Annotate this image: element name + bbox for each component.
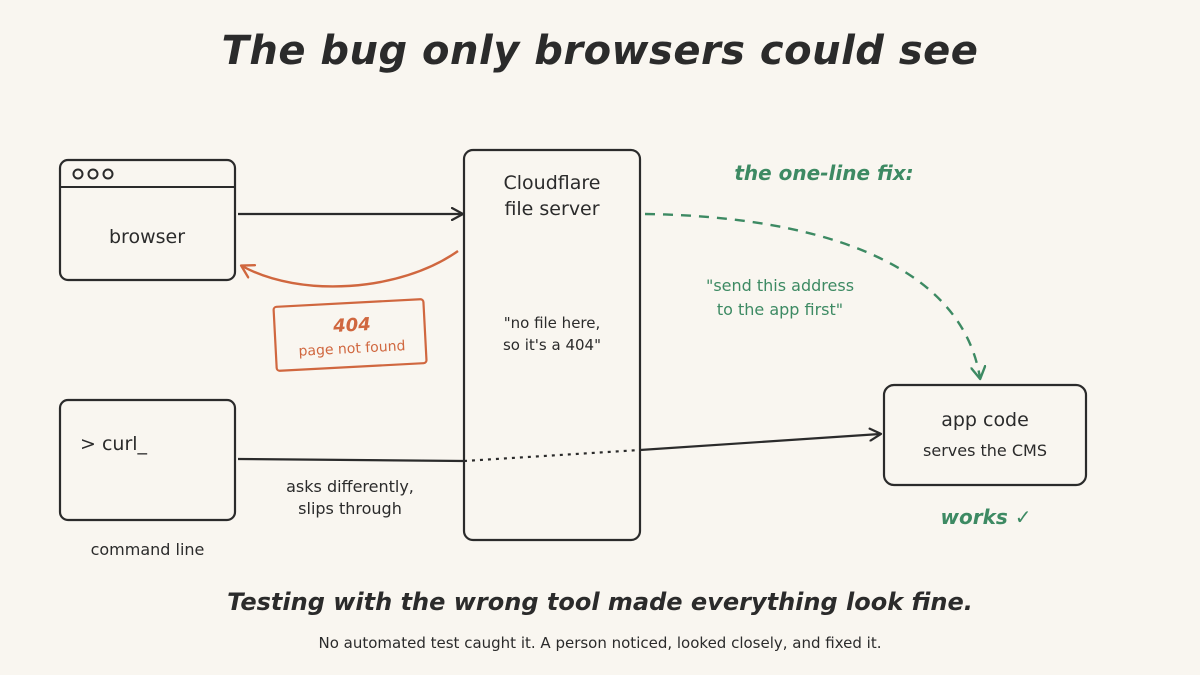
fix-description-line-2: to the app first" [716,300,844,319]
curl-edge-label: asks differently, slips through [262,476,438,519]
curl-to-app-arrow [639,434,880,452]
file-server-node [462,148,642,542]
file-server-title: Cloudflare file server [466,171,638,222]
command-line-node [58,398,237,522]
window-control-dot-3 [102,168,114,180]
file-server-quote: "no file here, so it's a 404" [466,313,638,357]
curl-edge-label-line-2: slips through [298,498,402,518]
app-code-subtitle: serves the CMS [923,441,1047,460]
curl-prompt-label: > curl_ [80,433,148,455]
file-server-title-line-2: file server [504,197,600,220]
diagram-title: The bug only browsers could see [221,28,979,74]
file-server-title-line-1: Cloudflare [503,172,601,194]
command-line-caption: command line [90,540,205,559]
error-note-box [272,298,428,372]
app-code-node [882,383,1088,487]
app-code-title: app code [941,409,1029,431]
curl-edge-label-line-1: asks differently, [286,477,414,496]
tagline: Testing with the wrong tool made everyth… [227,588,973,616]
window-control-dot-1 [72,168,84,180]
file-server-quote-line-1: "no file here, [503,314,601,332]
fix-heading-label: the one-line fix: [734,161,914,185]
window-control-dot-2 [87,168,99,180]
browser-label: browser [108,226,186,248]
fix-route-arrow [644,212,980,378]
fix-description-line-1: "send this address [705,276,855,295]
fix-description-label: "send this address to the app first" [690,274,870,322]
curl-passthrough-dotted [463,448,641,463]
footnote: No automated test caught it. A person no… [318,634,882,652]
curl-request-line [237,457,465,463]
error-response-arrow [242,250,459,288]
browser-window-node [58,158,237,282]
file-server-quote-line-2: so it's a 404" [502,335,601,354]
works-label: works ✓ [940,505,1032,529]
